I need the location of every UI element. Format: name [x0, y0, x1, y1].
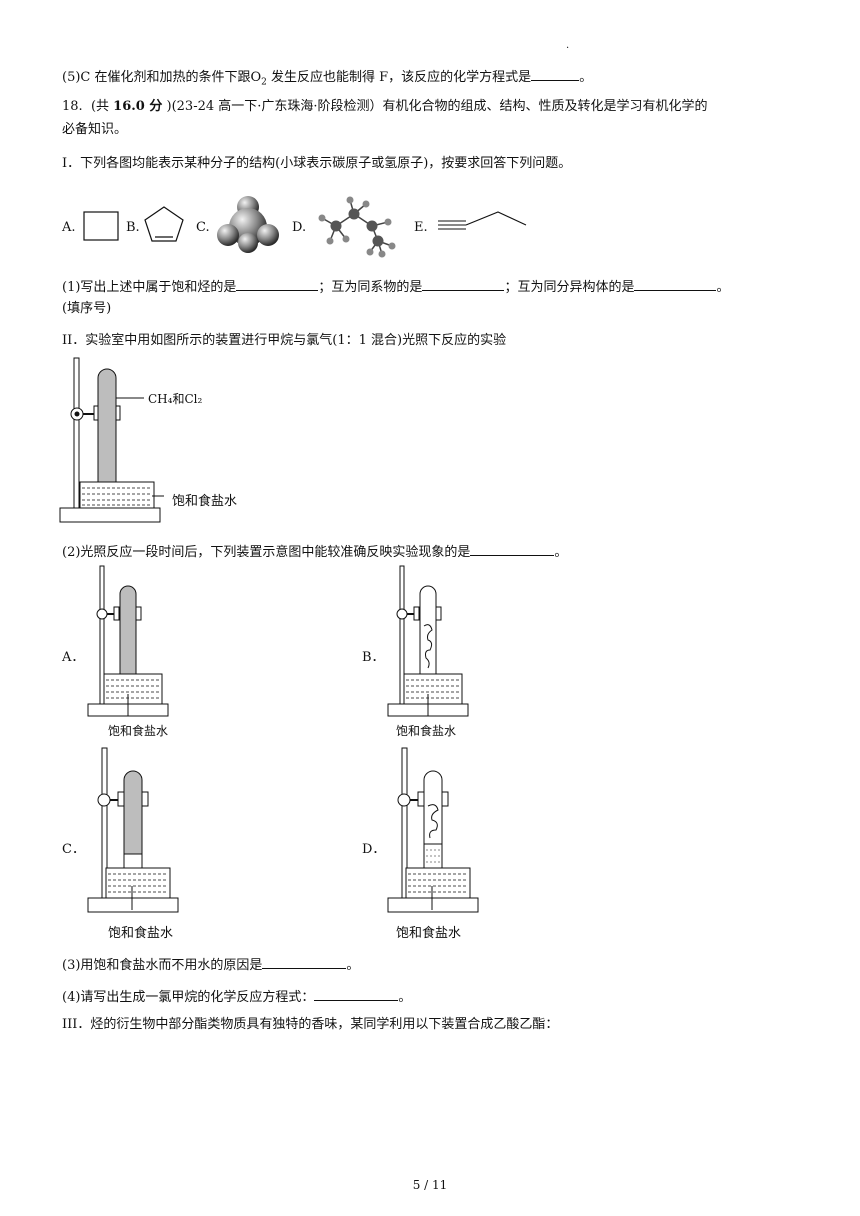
- q1-text-a: (1)写出上述中属于饱和烃的是: [62, 280, 237, 295]
- brine-label-main: 饱和食盐水: [172, 494, 238, 509]
- q4-end: 。: [398, 990, 412, 1005]
- q5-subscript: 2: [261, 77, 267, 88]
- methane-chlorine-apparatus: [59, 357, 164, 523]
- gas-label: CH₄和Cl₂: [148, 392, 203, 406]
- question-4: (4)请写出生成一氯甲烷的化学反应方程式： 。: [62, 986, 411, 1007]
- q5-text-pre: (5)C 在催化剂和加热的条件下跟O: [62, 70, 262, 85]
- q5-end: 。: [579, 70, 593, 85]
- page-number: 5 / 11: [0, 1178, 860, 1192]
- methane-space-filling-figure: [217, 196, 279, 253]
- question-2: (2)光照反应一段时间后，下列装置示意图中能较准确反映实验现象的是 。: [62, 541, 567, 562]
- q18-source-cont: 必备知识。: [62, 122, 128, 137]
- q18-number: 18.: [62, 99, 83, 114]
- mol-label-b: B.: [126, 220, 140, 235]
- question-18-header: 18. (共 16.0 分 )(23-24 高一下·广东珠海·阶段检测）有机化合…: [62, 98, 708, 116]
- q1-end: 。: [716, 280, 730, 295]
- q4-text: (4)请写出生成一氯甲烷的化学反应方程式：: [62, 990, 315, 1005]
- question-1: (1)写出上述中属于饱和烃的是 ；互为同系物的是 ；互为同分异构体的是 。: [62, 276, 729, 297]
- ball-and-stick-figure: [318, 196, 396, 258]
- option-d-apparatus: [387, 747, 479, 913]
- page-current: 5: [412, 1178, 421, 1192]
- q18-source: (23-24 高一下·广东珠海·阶段检测）有机化合物的组成、结构、性质及转化是学…: [171, 99, 708, 114]
- mol-label-c: C.: [196, 220, 210, 235]
- q18-score: 16.0 分: [113, 99, 163, 114]
- cyclopentene-figure: [144, 206, 184, 242]
- page-mark: .: [566, 40, 570, 51]
- part2-intro: II．实验室中用如图所示的装置进行甲烷与氯气(1：1 混合)光照下反应的实验: [62, 333, 507, 348]
- question-5: (5)C 在催化剂和加热的条件下跟O2 发生反应也能制得 F，该反应的化学方程式…: [62, 66, 592, 92]
- q2-end: 。: [554, 545, 568, 560]
- mol-label-a: A.: [62, 220, 76, 235]
- q1-note: (填序号): [62, 301, 112, 316]
- page-separator: /: [424, 1178, 429, 1192]
- q18-score-post: ): [162, 99, 172, 114]
- mol-label-d: D.: [292, 220, 307, 235]
- brine-label-a: 饱和食盐水: [108, 724, 169, 738]
- q2-answer-blank[interactable]: [470, 541, 555, 556]
- option-c-apparatus: [87, 747, 179, 913]
- option-b-apparatus: [387, 565, 469, 717]
- butyne-skeletal-figure: [438, 211, 527, 230]
- q3-text: (3)用饱和食盐水而不用水的原因是: [62, 958, 263, 973]
- question-3: (3)用饱和食盐水而不用水的原因是 。: [62, 954, 359, 975]
- brine-label-d: 饱和食盐水: [396, 926, 462, 941]
- option-d-label: D．: [362, 842, 386, 857]
- brine-label-c: 饱和食盐水: [108, 926, 174, 941]
- q5-text-post: 发生反应也能制得 F，该反应的化学方程式是: [266, 70, 532, 85]
- q3-answer-blank[interactable]: [262, 954, 347, 969]
- option-b-label: B．: [362, 650, 385, 665]
- q1-text-c: ；互为同分异构体的是: [504, 280, 635, 295]
- option-c-label: C．: [62, 842, 85, 857]
- q1-text-b: ；互为同系物的是: [318, 280, 423, 295]
- part3-intro: III．烃的衍生物中部分酯类物质具有独特的香味，某同学利用以下装置合成乙酸乙酯：: [62, 1017, 559, 1032]
- brine-label-b: 饱和食盐水: [396, 724, 457, 738]
- q18-score-pre: (共: [90, 99, 114, 114]
- q5-answer-blank[interactable]: [531, 66, 580, 81]
- q1-blank-saturated[interactable]: [236, 276, 319, 291]
- mol-label-e: E.: [414, 220, 428, 235]
- q1-blank-isomer[interactable]: [634, 276, 717, 291]
- q1-blank-homolog[interactable]: [422, 276, 505, 291]
- option-a-apparatus: [87, 565, 169, 717]
- page-total: 11: [432, 1178, 448, 1192]
- q4-answer-blank[interactable]: [314, 986, 399, 1001]
- part1-intro: I．下列各图均能表示某种分子的结构(小球表示碳原子或氢原子)，按要求回答下列问题…: [62, 156, 572, 171]
- option-a-label: A．: [62, 650, 85, 665]
- cyclobutane-figure: [83, 211, 119, 241]
- q2-text: (2)光照反应一段时间后，下列装置示意图中能较准确反映实验现象的是: [62, 545, 471, 560]
- q3-end: 。: [346, 958, 360, 973]
